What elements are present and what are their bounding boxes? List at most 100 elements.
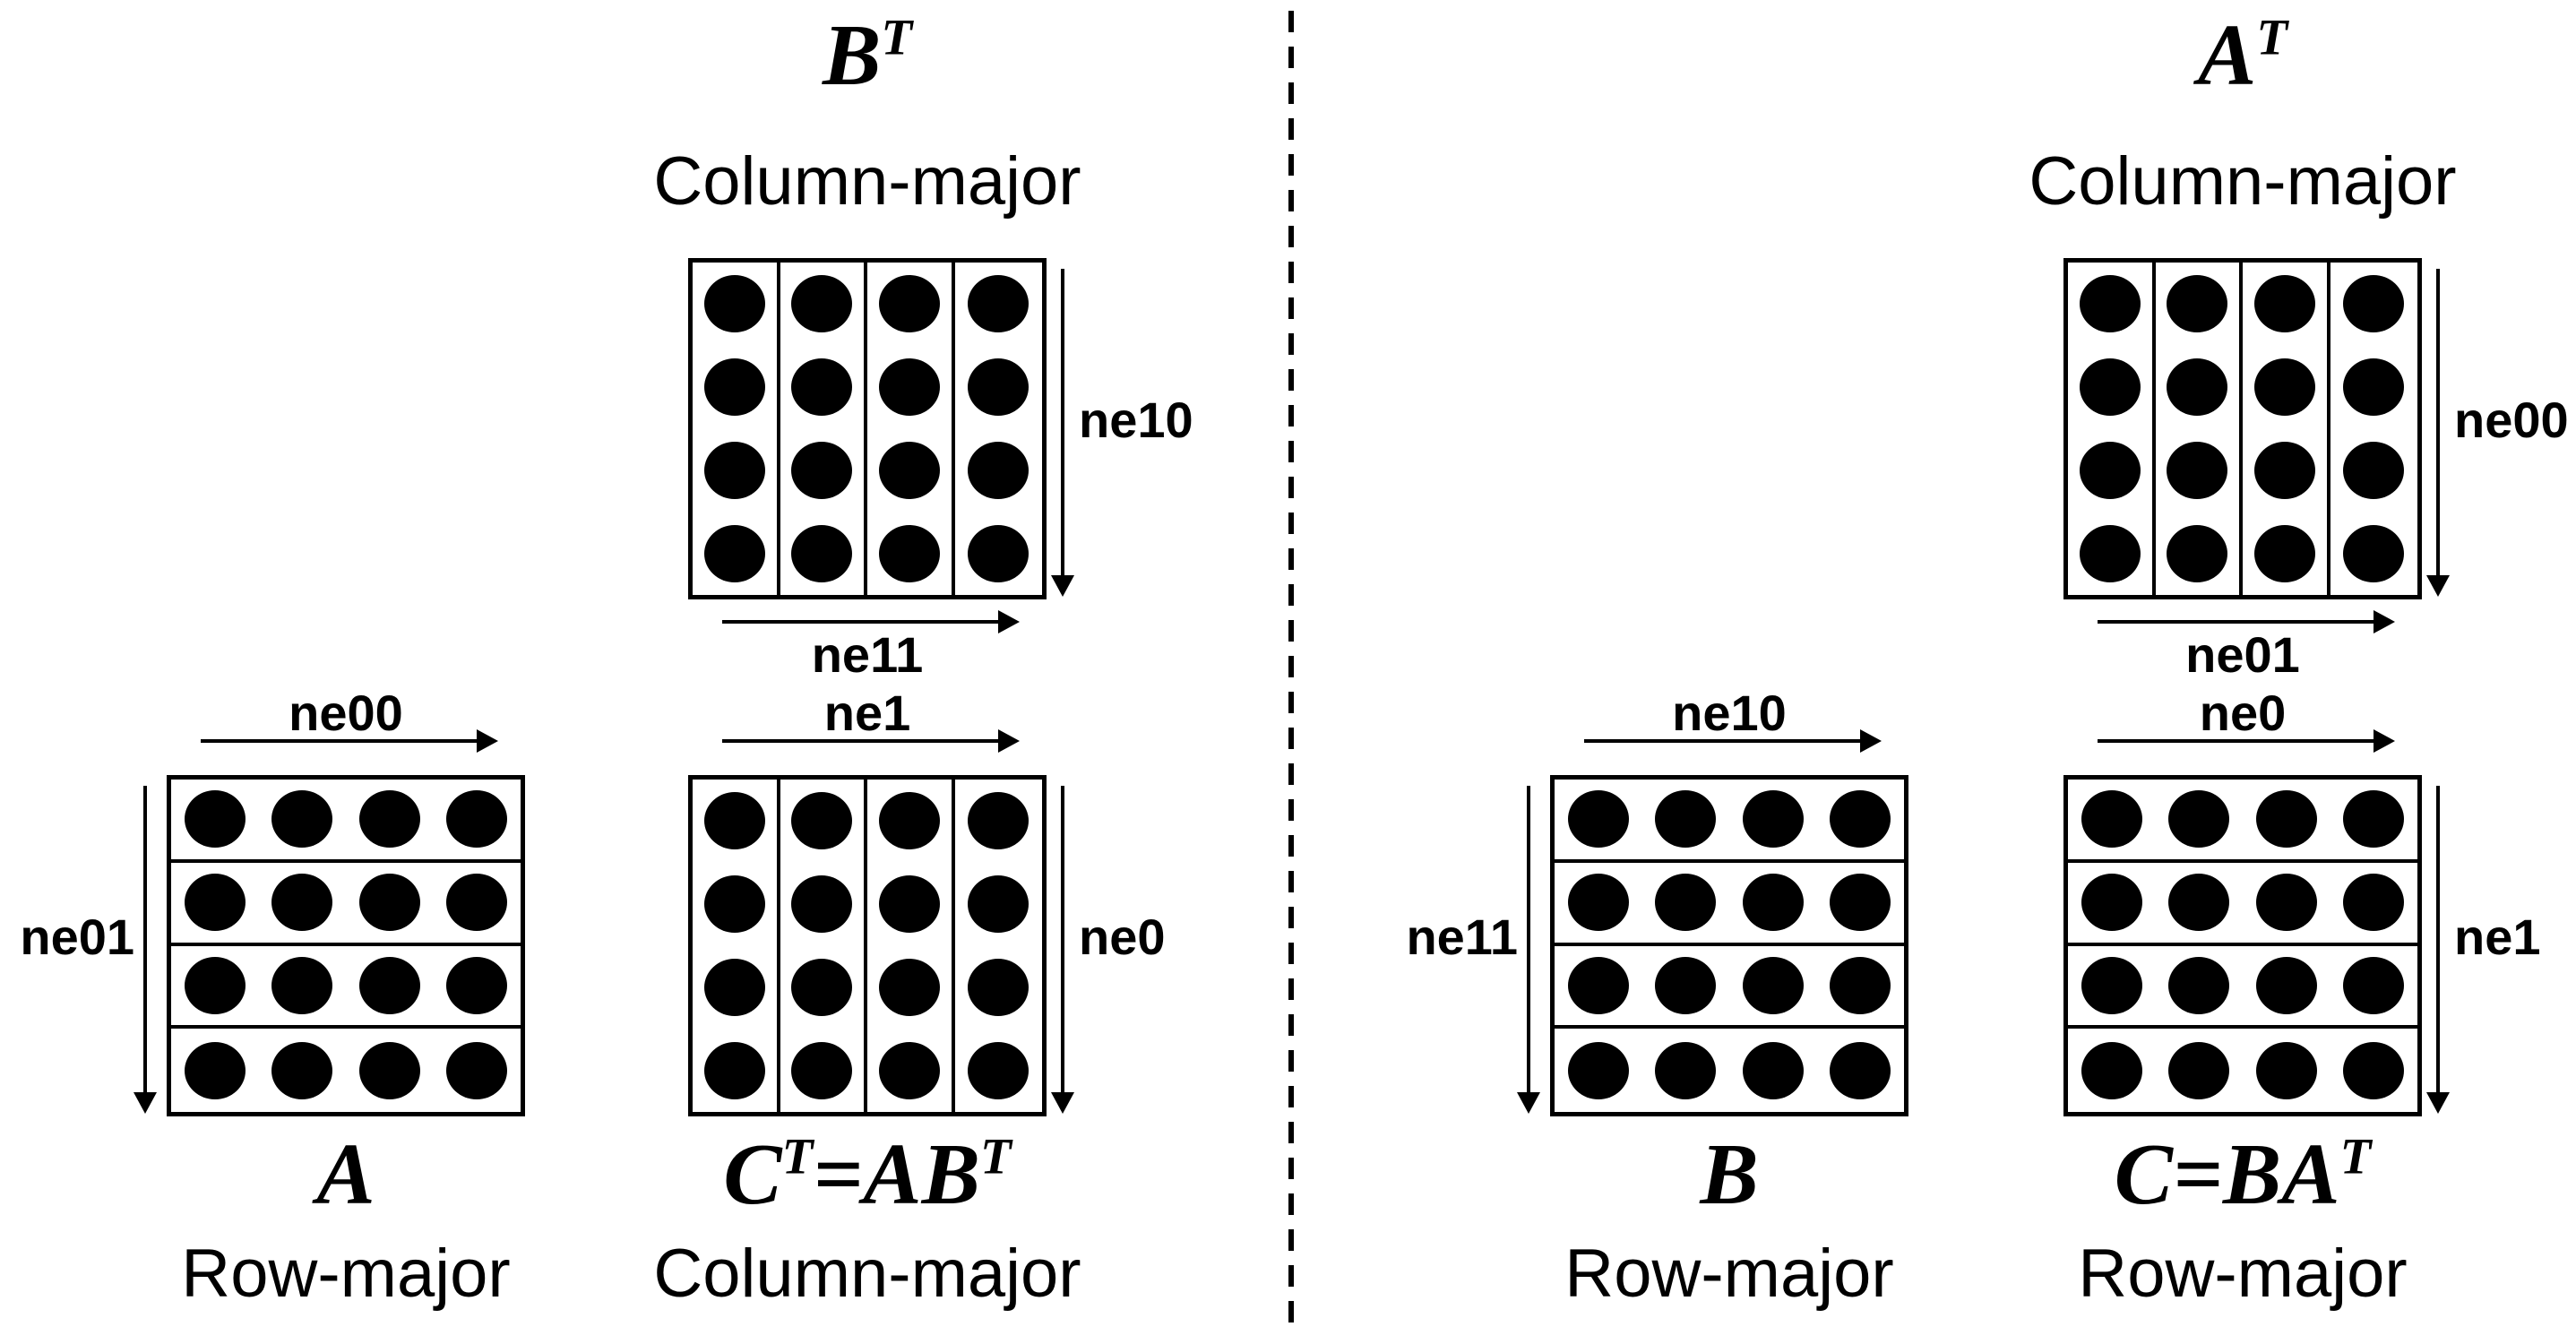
right-arrow-icon bbox=[201, 739, 478, 743]
matrix-cell bbox=[171, 1029, 259, 1112]
dot-icon bbox=[2168, 874, 2230, 932]
dot-icon bbox=[2079, 441, 2141, 499]
top-dim-label: ne0 bbox=[2199, 685, 2287, 741]
dot-icon bbox=[2167, 275, 2228, 333]
matrix-cell bbox=[955, 512, 1043, 595]
dot-icon bbox=[184, 956, 246, 1014]
dot-icon bbox=[878, 441, 940, 499]
name-superscript: T bbox=[881, 9, 913, 66]
dot-icon bbox=[358, 1041, 420, 1099]
dot-icon bbox=[791, 875, 853, 934]
dot-icon bbox=[1655, 956, 1717, 1014]
matrix-cell bbox=[955, 429, 1043, 513]
matrix-cell bbox=[693, 428, 780, 513]
bottom-dim-label: ne01 bbox=[2185, 626, 2300, 683]
matrix-name: B bbox=[1700, 1126, 1758, 1225]
matrix-cell bbox=[693, 263, 780, 346]
dot-icon bbox=[2343, 956, 2405, 1014]
matrix-cell bbox=[1642, 1029, 1730, 1112]
matrix-cell bbox=[867, 780, 955, 863]
matrix-cell bbox=[867, 263, 955, 346]
down-arrow-icon bbox=[2436, 269, 2440, 577]
dot-icon bbox=[791, 524, 853, 582]
dot-icon bbox=[1567, 956, 1629, 1014]
dot-icon bbox=[703, 275, 765, 333]
side-dim-label: ne0 bbox=[1079, 909, 1166, 965]
matrix-cell bbox=[2243, 428, 2330, 513]
layout-label: Row-major bbox=[1564, 1236, 1894, 1312]
matrix-cell bbox=[867, 945, 955, 1030]
matrix-cell bbox=[2155, 946, 2243, 1030]
matrix-cell bbox=[2068, 780, 2156, 863]
matrix-cell bbox=[780, 862, 867, 946]
dot-icon bbox=[2079, 358, 2141, 417]
matrix-cell bbox=[2156, 1029, 2244, 1112]
matrix-cell bbox=[1555, 1029, 1642, 1112]
matrix-cell bbox=[346, 863, 434, 946]
matrix-name: C=BAT bbox=[2115, 1126, 2372, 1225]
dot-icon bbox=[968, 792, 1030, 850]
dot-icon bbox=[791, 358, 853, 417]
side-dim-label: ne10 bbox=[1079, 392, 1193, 448]
dot-icon bbox=[2343, 524, 2405, 582]
dot-icon bbox=[446, 790, 508, 849]
down-arrow-icon bbox=[143, 786, 147, 1094]
matrix-unit-b-transpose: BT Column-major ne10 ne11 bbox=[653, 7, 1193, 682]
matrix-cell bbox=[780, 263, 867, 346]
dot-icon bbox=[703, 441, 765, 499]
matrix-cell bbox=[867, 512, 955, 595]
matrix-cell bbox=[780, 428, 867, 513]
top-dim-label: ne10 bbox=[1672, 685, 1787, 741]
dot-icon bbox=[358, 790, 420, 849]
dot-icon bbox=[1830, 1041, 1891, 1099]
name-segment: A bbox=[316, 1126, 375, 1223]
matrix-cell bbox=[867, 345, 955, 429]
matrix-box bbox=[688, 775, 1047, 1116]
bottom-dim-label: ne11 bbox=[811, 626, 924, 683]
dot-icon bbox=[2167, 524, 2228, 582]
dot-icon bbox=[2253, 275, 2315, 333]
matrix-cell bbox=[2243, 512, 2330, 595]
dot-icon bbox=[1830, 874, 1891, 932]
name-superscript: T bbox=[2339, 1128, 2372, 1185]
matrix-cell bbox=[955, 946, 1043, 1030]
matrix-cell bbox=[867, 862, 955, 946]
matrix-name: BT bbox=[823, 7, 912, 106]
matrix-cell bbox=[2330, 780, 2417, 863]
dot-icon bbox=[968, 441, 1030, 499]
name-superscript: T bbox=[979, 1128, 1012, 1185]
matrix-cell bbox=[1817, 1029, 1905, 1112]
matrix-cell bbox=[2155, 780, 2243, 863]
dot-icon bbox=[878, 358, 940, 417]
matrix-cell bbox=[1816, 780, 1904, 863]
matrix-cell bbox=[955, 863, 1043, 946]
matrix-cell bbox=[2156, 512, 2243, 595]
matrix-cell bbox=[693, 1029, 780, 1112]
matrix-cell bbox=[258, 946, 346, 1030]
matrix-cell bbox=[1816, 946, 1904, 1030]
dot-icon bbox=[446, 874, 508, 932]
matrix-unit-c: ne0 ne1 C=BAT Row-major bbox=[2063, 685, 2541, 1312]
matrix-cell bbox=[2068, 428, 2156, 513]
dot-icon bbox=[1742, 1041, 1804, 1099]
dot-icon bbox=[2081, 1041, 2142, 1099]
dot-icon bbox=[2255, 874, 2317, 932]
name-superscript: T bbox=[781, 1128, 814, 1185]
matrix-cell bbox=[693, 780, 780, 863]
matrix-cell bbox=[955, 780, 1043, 863]
top-dim-label: ne00 bbox=[289, 685, 403, 741]
dot-icon bbox=[1655, 790, 1717, 849]
dot-icon bbox=[703, 875, 765, 934]
matrix-unit-a: ne00 ne01 A Row-major bbox=[20, 685, 525, 1312]
matrix-cell bbox=[2156, 428, 2243, 513]
matrix-cell bbox=[2068, 512, 2156, 595]
dot-icon bbox=[184, 1041, 246, 1099]
matrix-unit-b: ne10 ne11 B Row-major bbox=[1406, 685, 1908, 1312]
dot-icon bbox=[878, 875, 940, 934]
matrix-cell bbox=[2156, 345, 2243, 429]
matrix-box bbox=[167, 775, 525, 1116]
dot-icon bbox=[1655, 874, 1717, 932]
matrix-cell bbox=[1555, 780, 1642, 863]
matrix-cell bbox=[2243, 263, 2330, 346]
matrix-cell bbox=[171, 780, 259, 863]
